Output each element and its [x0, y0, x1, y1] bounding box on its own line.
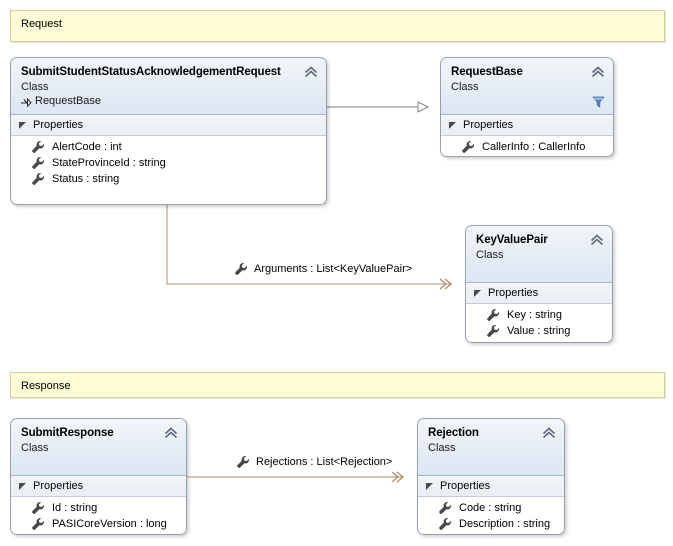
class-name: KeyValuePair [476, 234, 548, 246]
member-list: Id : string PASICoreVersion : long [11, 497, 186, 534]
member-label: StateProvinceId : string [52, 157, 166, 169]
compartment-title-label: Properties [33, 480, 84, 492]
class-kind: Class [451, 81, 479, 93]
class-shape-request-base[interactable]: RequestBase Class Properties CallerInfo … [440, 57, 614, 157]
section-band-response-label: Response [21, 380, 71, 392]
association-label-arguments-text: Arguments : List<KeyValuePair> [254, 263, 413, 275]
association-label-rejections-text: Rejections : List<Rejection> [256, 456, 393, 468]
section-band-request[interactable]: Request [10, 10, 665, 42]
class-name: SubmitStudentStatusAcknowledgementReques… [21, 66, 281, 78]
compartment-title-label: Properties [463, 119, 514, 131]
class-shape-key-value-pair[interactable]: KeyValuePair Class Properties Key : stri… [465, 225, 613, 343]
chevron-double-up-icon[interactable] [590, 234, 604, 246]
funnel-filter-icon[interactable] [592, 95, 605, 108]
compartment-header-properties[interactable]: Properties [418, 476, 564, 497]
class-kind: Class [428, 442, 456, 454]
class-base-type: RequestBase [21, 94, 316, 108]
class-base-type-label: RequestBase [35, 95, 102, 107]
triangle-expanded-icon [449, 122, 456, 129]
class-header[interactable]: Rejection Class [418, 419, 564, 476]
class-header[interactable]: SubmitResponse Class [11, 419, 186, 476]
section-band-response[interactable]: Response [10, 372, 665, 398]
member-label: Id : string [52, 502, 98, 514]
member-row[interactable]: AlertCode : int [17, 139, 320, 155]
class-name: Rejection [428, 427, 479, 439]
compartment-title-label: Properties [488, 287, 539, 299]
member-label: Key : string [507, 309, 563, 321]
member-label: Description : string [459, 518, 551, 530]
class-shape-submit-student-status-acknowledgement-request[interactable]: SubmitStudentStatusAcknowledgementReques… [10, 57, 327, 205]
class-header[interactable]: KeyValuePair Class [466, 226, 612, 283]
chevron-double-up-icon[interactable] [542, 427, 556, 439]
triangle-expanded-icon [474, 290, 481, 297]
class-shape-rejection[interactable]: Rejection Class Properties Code : string… [417, 418, 565, 535]
member-label: Code : string [459, 502, 522, 514]
member-row[interactable]: Value : string [472, 323, 606, 339]
member-label: AlertCode : int [52, 141, 122, 153]
compartment-header-properties[interactable]: Properties [11, 476, 186, 497]
member-list: AlertCode : int StateProvinceId : string… [11, 136, 326, 192]
member-list: Code : string Description : string [418, 497, 564, 534]
wrench-icon [235, 263, 248, 275]
wrench-icon [32, 518, 45, 530]
member-label: PASICoreVersion : long [52, 518, 167, 530]
association-label-arguments: Arguments : List<KeyValuePair> [234, 262, 412, 276]
class-shape-submit-response[interactable]: SubmitResponse Class Properties Id : str… [10, 418, 187, 535]
class-kind: Class [21, 442, 49, 454]
wrench-icon [439, 518, 452, 530]
triangle-expanded-icon [19, 122, 26, 129]
wrench-icon [439, 502, 452, 514]
class-name: RequestBase [451, 66, 523, 78]
member-row[interactable]: Status : string [17, 171, 320, 187]
wrench-icon [462, 141, 475, 153]
triangle-expanded-icon [19, 483, 26, 490]
member-row[interactable]: StateProvinceId : string [17, 155, 320, 171]
compartment-title-label: Properties [440, 480, 491, 492]
inherits-arrow-icon [21, 97, 32, 107]
compartment-header-properties[interactable]: Properties [441, 115, 613, 136]
member-list: Key : string Value : string [466, 304, 612, 342]
compartment-header-properties[interactable]: Properties [11, 115, 326, 136]
wrench-icon [32, 502, 45, 514]
wrench-icon [32, 173, 45, 185]
member-label: Value : string [507, 325, 571, 337]
wrench-icon [487, 309, 500, 321]
wrench-icon [32, 141, 45, 153]
member-row[interactable]: CallerInfo : CallerInfo [447, 139, 607, 155]
class-header[interactable]: SubmitStudentStatusAcknowledgementReques… [11, 58, 326, 115]
member-row[interactable]: PASICoreVersion : long [17, 516, 180, 532]
wrench-icon [487, 325, 500, 337]
class-header[interactable]: RequestBase Class [441, 58, 613, 115]
member-row[interactable]: Id : string [17, 500, 180, 516]
chevron-double-up-icon[interactable] [304, 66, 318, 78]
class-kind: Class [21, 81, 49, 93]
section-band-request-label: Request [21, 18, 62, 30]
wrench-icon [237, 456, 250, 468]
association-label-rejections: Rejections : List<Rejection> [236, 455, 392, 469]
triangle-expanded-icon [426, 483, 433, 490]
compartment-title-label: Properties [33, 119, 84, 131]
class-name: SubmitResponse [21, 427, 114, 439]
chevron-double-up-icon[interactable] [164, 427, 178, 439]
compartment-header-properties[interactable]: Properties [466, 283, 612, 304]
member-label: Status : string [52, 173, 120, 185]
chevron-double-up-icon[interactable] [591, 66, 605, 78]
member-list: CallerInfo : CallerInfo [441, 136, 613, 156]
member-label: CallerInfo : CallerInfo [482, 141, 586, 153]
member-row[interactable]: Key : string [472, 307, 606, 323]
member-row[interactable]: Description : string [424, 516, 558, 532]
class-kind: Class [476, 249, 504, 261]
wrench-icon [32, 157, 45, 169]
member-row[interactable]: Code : string [424, 500, 558, 516]
